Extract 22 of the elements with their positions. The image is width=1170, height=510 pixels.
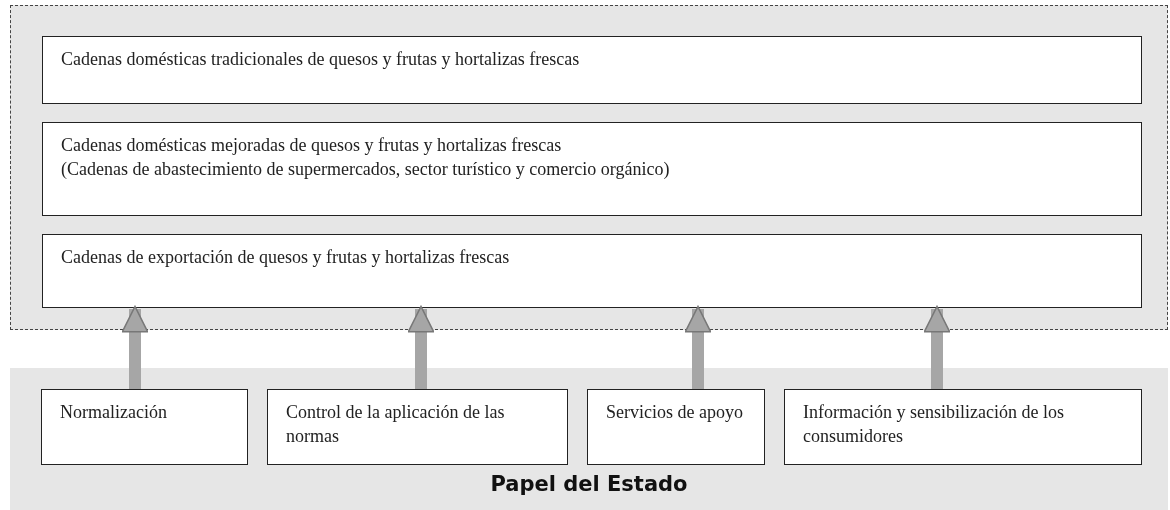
box-text: Cadenas de exportación de quesos y frutas y hortalizas frescas xyxy=(61,246,511,269)
dashed-panel xyxy=(10,5,1168,330)
text-box xyxy=(784,389,1142,465)
text-box xyxy=(42,234,1142,308)
text-box xyxy=(42,36,1142,104)
text-box xyxy=(587,389,765,465)
box-text: (Cadenas de abastecimiento de supermercados, sector turístico y comercio orgánico) xyxy=(61,158,671,182)
arrow xyxy=(684,305,712,389)
box-text: Información y sensibilización de los consumidores xyxy=(803,401,1065,449)
box-text: Cadenas domésticas tradicionales de quesos y frutas y hortalizas frescas xyxy=(61,48,581,71)
panel-title: Papel del Estado xyxy=(489,472,689,496)
text-box xyxy=(42,122,1142,216)
arrow xyxy=(407,305,435,389)
box-text: Control de la aplicación de las normas xyxy=(286,401,506,449)
arrow xyxy=(121,305,149,389)
text-box xyxy=(41,389,248,465)
arrow xyxy=(923,305,951,389)
box-text: Cadenas domésticas mejoradas de quesos y frutas y hortalizas frescas xyxy=(61,134,563,157)
box-text: Servicios de apoyo xyxy=(606,401,744,424)
box-text: Normalización xyxy=(60,401,168,424)
text-box xyxy=(267,389,568,465)
dashed-panel xyxy=(10,368,1168,510)
